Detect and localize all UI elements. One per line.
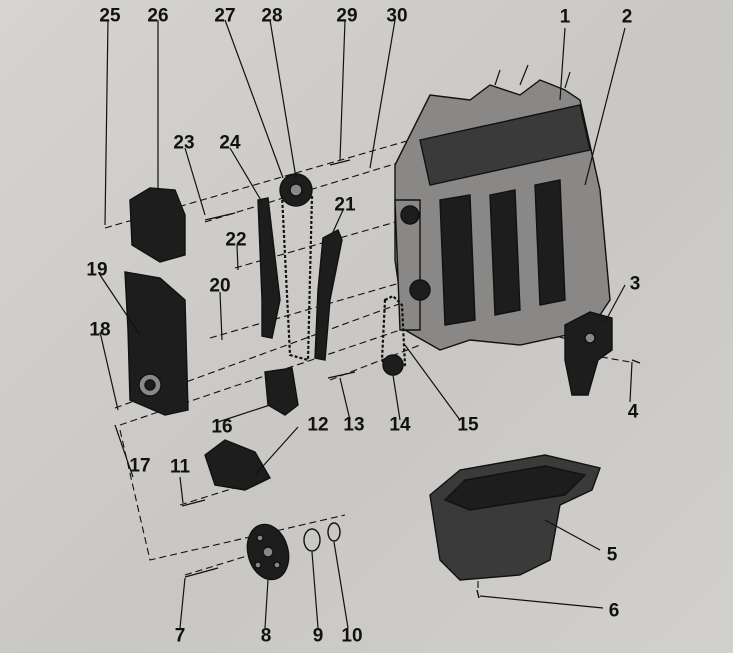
callout-11: 11 bbox=[169, 456, 191, 478]
callout-7: 7 bbox=[174, 625, 186, 647]
callout-15: 15 bbox=[457, 414, 479, 436]
callout-9: 9 bbox=[312, 625, 324, 647]
callout-12: 12 bbox=[307, 414, 329, 436]
callout-2: 2 bbox=[621, 6, 633, 28]
callout-3: 3 bbox=[629, 273, 641, 295]
callout-17: 17 bbox=[129, 455, 151, 477]
callout-13: 13 bbox=[343, 414, 365, 436]
callout-24: 24 bbox=[219, 132, 241, 154]
callout-19: 19 bbox=[86, 259, 108, 281]
callout-29: 29 bbox=[336, 5, 358, 27]
callout-28: 28 bbox=[261, 5, 283, 27]
callout-14: 14 bbox=[389, 414, 411, 436]
crankshaft-pulley bbox=[246, 523, 290, 581]
callout-22: 22 bbox=[225, 229, 247, 251]
seal-rings bbox=[303, 522, 341, 552]
engine-block bbox=[394, 64, 611, 351]
engine-mount-bracket bbox=[564, 311, 613, 396]
leader-lines bbox=[99, 19, 633, 629]
callout-4: 4 bbox=[627, 401, 639, 423]
callout-5: 5 bbox=[606, 544, 618, 566]
chain-tensioner bbox=[204, 439, 271, 491]
callout-30: 30 bbox=[386, 5, 408, 27]
callout-6: 6 bbox=[608, 600, 620, 622]
callout-20: 20 bbox=[209, 275, 231, 297]
callout-27: 27 bbox=[214, 5, 236, 27]
timing-cover-lower bbox=[124, 271, 189, 416]
tensioner-rail bbox=[264, 367, 299, 416]
oil-pan bbox=[429, 454, 601, 581]
callout-23: 23 bbox=[173, 132, 195, 154]
callout-25: 25 bbox=[99, 5, 121, 27]
callout-21: 21 bbox=[334, 194, 356, 216]
callout-26: 26 bbox=[147, 5, 169, 27]
callout-16: 16 bbox=[211, 416, 233, 438]
timing-chain-assembly bbox=[279, 173, 314, 362]
callout-10: 10 bbox=[341, 625, 363, 647]
timing-cover-upper bbox=[129, 187, 186, 263]
callout-8: 8 bbox=[260, 625, 272, 647]
callout-18: 18 bbox=[89, 319, 111, 341]
bolts bbox=[181, 159, 641, 599]
callout-1: 1 bbox=[559, 6, 571, 28]
chain-guide-rails bbox=[257, 197, 343, 361]
